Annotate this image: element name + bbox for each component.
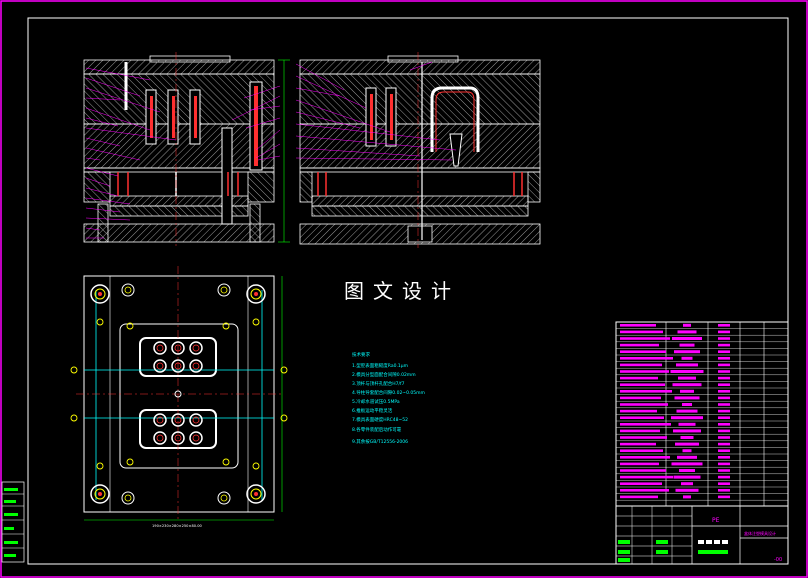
screw-hole <box>217 283 231 297</box>
guide-pillar-hole <box>90 284 110 304</box>
ejector-pin-hole <box>222 322 230 330</box>
title-block: PE 盒体注塑模具设计 -00 <box>615 505 789 565</box>
parts-list-row <box>616 356 788 362</box>
parts-list-row <box>616 469 788 474</box>
plan-view <box>70 266 288 521</box>
parts-list-row <box>616 475 788 481</box>
ejector-pin-hole <box>96 462 104 470</box>
drawing-watermark-title: 图文设计 <box>344 279 460 303</box>
technical-requirements: 技术要求 1.型腔表面粗糙度Ra0.1μm 2.模具分型面配合间隙0.02mm … <box>352 351 425 445</box>
parts-list-row <box>616 482 788 488</box>
ejector-pin-hole <box>126 322 134 330</box>
parts-list-row <box>616 363 788 369</box>
parts-list-row <box>616 429 788 435</box>
parts-list-row <box>616 416 788 422</box>
cavity-core-ring <box>189 359 203 373</box>
tech-note-line: 8.各零件装配后动作可靠 <box>352 426 402 433</box>
tech-note-line: 9.其余按GB/T12556-2006 <box>352 438 408 445</box>
cavity-core-ring <box>153 341 167 355</box>
drawing-number: -00 <box>774 557 782 563</box>
cavity-core-ring <box>171 341 185 355</box>
parts-list-row <box>616 455 788 461</box>
parts-list-row <box>616 337 788 342</box>
ejector-pin-hole <box>70 366 78 374</box>
cavity-core-ring <box>189 341 203 355</box>
material-code: PE <box>712 517 720 524</box>
parts-list-row <box>616 370 788 375</box>
ejector-pin-hole <box>280 414 288 422</box>
screw-hole <box>121 283 135 297</box>
cavity-core-ring <box>153 431 167 445</box>
ejector-pin-hole <box>70 414 78 422</box>
parts-list-row <box>616 330 788 336</box>
parts-list-row <box>616 389 788 395</box>
screw-hole <box>217 491 231 505</box>
ejector-pin-hole <box>252 462 260 470</box>
parts-list-row <box>616 442 788 448</box>
plan-overall-dims-label: 190×230×280×250×80.00 <box>152 524 202 528</box>
ejector-pin-hole <box>126 458 134 466</box>
tech-note-line: 2.模具分型面配合间隙0.02mm <box>352 371 416 378</box>
parts-list-row <box>616 350 788 356</box>
sheet-inner-border <box>27 17 789 565</box>
parts-list-row <box>616 396 788 402</box>
parts-list-row <box>616 383 788 389</box>
ejector-pin-hole <box>280 366 288 374</box>
parts-list-row <box>616 403 788 408</box>
guide-pillar-hole <box>90 484 110 504</box>
cavity-core-ring <box>171 413 185 427</box>
parts-list-row <box>616 462 788 468</box>
parts-list-row <box>616 422 788 428</box>
parts-list-table <box>615 321 789 507</box>
parts-list-row <box>616 323 788 329</box>
ejector-pin-hole <box>222 458 230 466</box>
cavity-core-ring <box>189 431 203 445</box>
tech-note-line: 1.型腔表面粗糙度Ra0.1μm <box>352 362 408 369</box>
ejector-pin-hole <box>96 318 104 326</box>
tech-notes-heading: 技术要求 <box>352 351 370 358</box>
parts-list-row <box>616 488 788 494</box>
binding-strip <box>1 481 25 563</box>
tech-note-line: 4.导柱导套配合间隙0.02~0.05mm <box>352 389 425 396</box>
parts-list-row <box>616 495 788 501</box>
parts-list-row <box>616 409 788 415</box>
side-section-view <box>295 52 541 248</box>
tech-note-line: 6.推板运动平稳灵活 <box>352 407 393 414</box>
tech-note-line: 7.模具表面硬度HRC48~52 <box>352 416 408 423</box>
screw-hole <box>121 491 135 505</box>
front-view-part-balloons <box>85 67 281 239</box>
front-section-view <box>83 52 290 246</box>
guide-pillar-hole <box>246 284 266 304</box>
parts-list-row <box>616 449 788 455</box>
tech-note-line: 3.顶杆与顶杆孔配合H7/f7 <box>352 380 405 387</box>
ejector-pin-hole <box>252 318 260 326</box>
parts-list-row <box>616 343 788 349</box>
parts-list-row <box>616 376 788 382</box>
cavity-core-ring <box>153 413 167 427</box>
drawing-title-name: 盒体注塑模具设计 <box>744 530 776 536</box>
parts-list-row <box>616 436 788 441</box>
tech-note-line: 5.冷却水道试压0.5MPa <box>352 398 400 405</box>
cavity-core-ring <box>189 413 203 427</box>
cavity-core-ring <box>171 431 185 445</box>
guide-pillar-hole <box>246 484 266 504</box>
cavity-core-ring <box>153 359 167 373</box>
cavity-core-ring <box>171 359 185 373</box>
